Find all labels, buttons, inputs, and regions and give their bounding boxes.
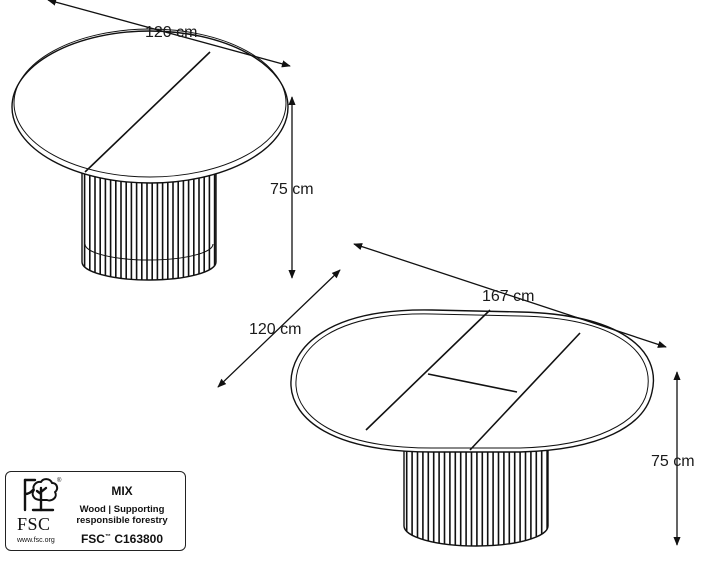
label-extended-table-width: 120 cm (249, 321, 302, 338)
dim-arrow-extended-width (217, 269, 341, 388)
dimension-arrows (47, 0, 681, 546)
fsc-tree-logo-icon: ® (23, 477, 62, 512)
dim-arrow-small-width (47, 0, 291, 68)
label-small-table-width: 120 cm (145, 24, 198, 41)
fsc-license-code: C163800 (114, 532, 164, 546)
fsc-label: ® FSC www.fsc.org MIX Wood | Supporting … (5, 471, 186, 551)
fsc-category: MIX (111, 484, 133, 498)
svg-text:®: ® (57, 477, 62, 484)
label-small-table-height: 75 cm (270, 181, 314, 198)
fsc-license: FSC™ C163800 (62, 532, 182, 546)
fsc-logo-text: FSC (17, 514, 51, 534)
extended-table-drawing (290, 309, 655, 547)
label-extended-table-length: 167 cm (482, 288, 535, 305)
label-extended-table-height: 75 cm (651, 453, 695, 470)
dim-arrow-extended-length (353, 243, 667, 348)
fsc-website: www.fsc.org (17, 537, 55, 544)
round-table-base (83, 170, 216, 280)
fsc-license-prefix: FSC (80, 532, 105, 546)
fsc-claim-line2: responsible forestry (76, 515, 168, 526)
fsc-claim-line1: Wood | Supporting (79, 504, 165, 515)
round-table-drawing (11, 28, 289, 281)
extended-table-top (290, 309, 655, 453)
fsc-trademark: ™ (104, 534, 111, 540)
round-table-split-line (84, 51, 211, 173)
